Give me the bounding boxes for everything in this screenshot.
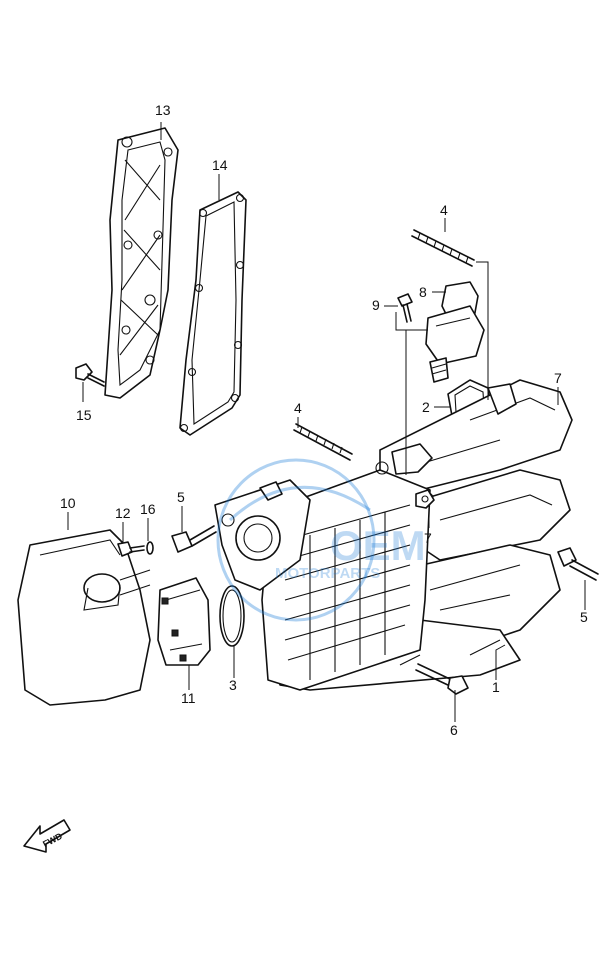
part-9-screw [397,293,413,323]
part-14-gasket [179,191,247,436]
callout-12: 12 [115,505,131,521]
part-8-sensor [425,281,485,383]
callout-4-lower: 4 [294,400,302,416]
part-3-o-ring [219,585,245,647]
callout-5-right: 5 [580,609,588,625]
part-5-bolt-left [171,525,217,553]
callout-9: 9 [372,297,380,313]
callouts: 13 14 15 4 8 9 2 7 4 5 7 5 6 1 3 11 10 1… [60,102,588,738]
callout-11: 11 [181,690,196,706]
part-13-cover-frame [104,127,179,399]
callout-16: 16 [140,501,156,517]
part-7-nut-lower [415,489,435,509]
watermark: OEM MOTORPARTS [216,458,426,622]
fwd-arrow-icon: FWD [23,819,71,853]
part-15-bolt [75,363,105,387]
part-4-stud-lower [293,423,353,461]
callout-8: 8 [419,284,427,300]
watermark-tagline: MOTORPARTS [275,565,380,582]
leader-lines [67,122,586,722]
part-10-silencer [17,529,151,706]
part-4-stud-upper [411,229,475,267]
callout-4-upper: 4 [440,202,448,218]
part-6-bolt [415,663,469,695]
callout-14: 14 [212,157,228,173]
callout-1: 1 [492,679,500,695]
watermark-brand: OEM [330,522,426,569]
callout-5-left: 5 [177,489,185,505]
part-1-intake-manifold [214,379,573,691]
callout-7-lower: 7 [424,530,432,546]
callout-2: 2 [422,399,430,415]
callout-6: 6 [450,722,458,738]
part-12-bolt [117,541,145,557]
callout-3: 3 [229,677,237,693]
part-5-bolt-right [557,547,599,581]
callout-15: 15 [76,407,92,423]
part-16-washer [146,541,154,555]
part-11-collar [157,577,211,666]
callout-7-upper: 7 [554,370,562,386]
callout-13: 13 [155,102,171,118]
callout-10: 10 [60,495,76,511]
